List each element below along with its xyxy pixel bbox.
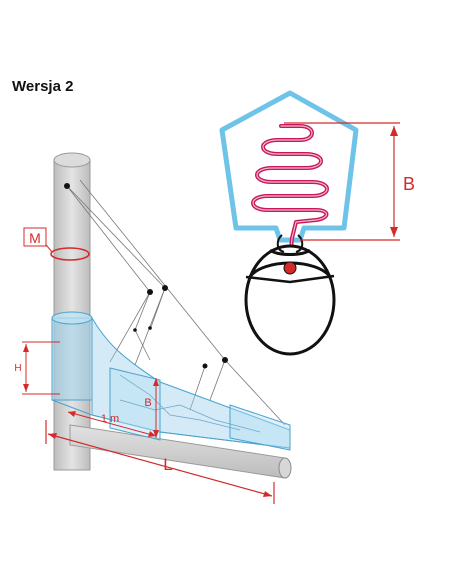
m-ring-marker: M xyxy=(23,227,90,261)
one-meter-dimension: 1 m xyxy=(67,411,157,437)
diagram-title: Wersja 2 xyxy=(12,78,74,95)
cross-section-drawing: B xyxy=(219,90,415,356)
bulb-body xyxy=(244,244,336,356)
l-dimension: L xyxy=(45,420,275,504)
line-knots xyxy=(64,183,228,369)
b-large-dimension: B xyxy=(284,122,415,241)
mooring-lines xyxy=(66,179,286,426)
label-one-meter: 1 m xyxy=(101,413,119,425)
label-b-small: B xyxy=(144,397,151,409)
b-small-dimension: B xyxy=(144,378,159,438)
label-b-large: B xyxy=(403,174,415,194)
net-body xyxy=(51,311,291,451)
horizontal-bar xyxy=(69,424,292,479)
fyke-net-drawing: M H B 1 m xyxy=(14,152,292,504)
label-h: H xyxy=(14,363,21,374)
attachment-knot xyxy=(245,234,335,284)
h-dimension: H xyxy=(14,341,60,395)
label-m: M xyxy=(29,230,41,246)
label-l: L xyxy=(163,455,172,474)
